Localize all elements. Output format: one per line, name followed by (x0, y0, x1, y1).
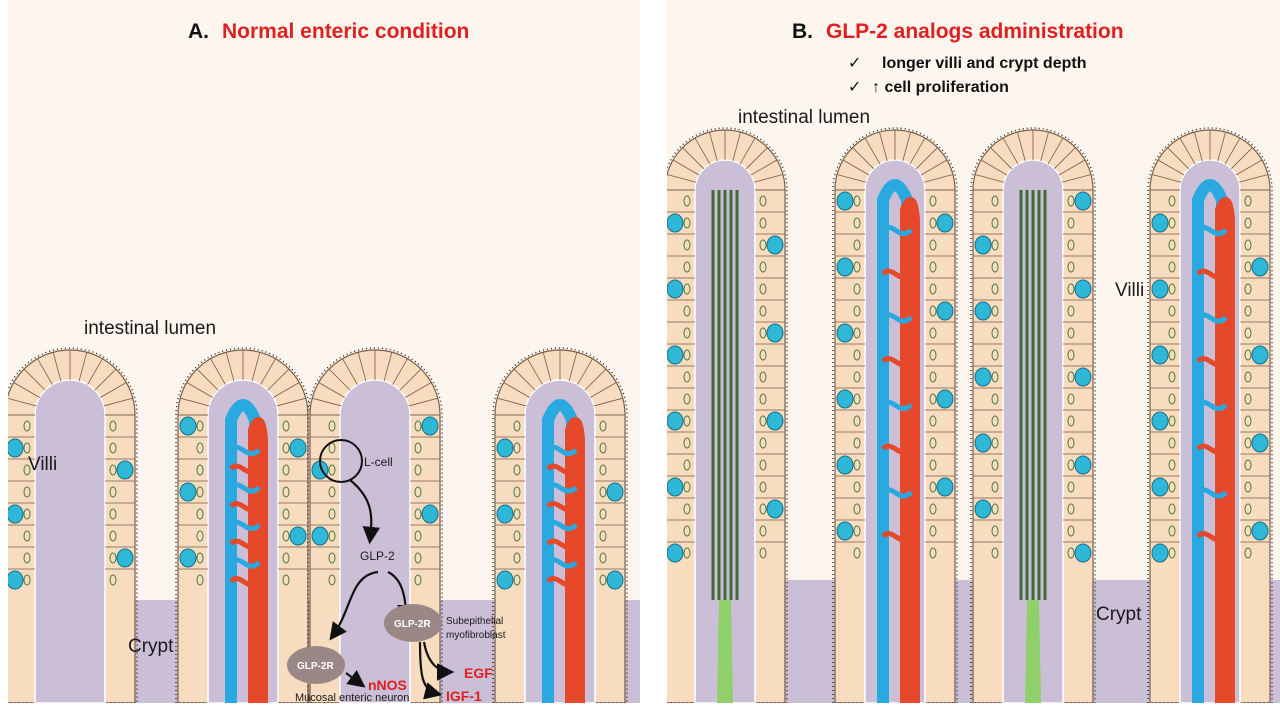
glp2-label: GLP-2 (360, 549, 395, 563)
panel-a-crypt-label: Crypt (128, 636, 174, 657)
bullet-2-text: ↑ cell proliferation (872, 79, 1009, 96)
goblet-cell (837, 522, 853, 540)
goblet-cell (837, 390, 853, 408)
goblet-cell (975, 302, 991, 320)
panel-b-villi-label: Villi (1115, 280, 1144, 301)
panel-a-letter: A. (188, 20, 209, 43)
goblet-cell (180, 549, 196, 567)
goblet-cell (290, 527, 306, 545)
bullet-2-check-icon: ✓ (848, 79, 861, 96)
goblet-cell (497, 439, 513, 457)
panel-a-villi-label: Villi (28, 454, 57, 475)
goblet-cell (767, 412, 783, 430)
glp2r-myofibroblast-label: GLP-2R (394, 619, 431, 630)
lacteal-trunk (1025, 600, 1041, 703)
goblet-cell (937, 302, 953, 320)
goblet-cell (667, 346, 683, 364)
goblet-cell (1075, 544, 1091, 562)
goblet-cell (1152, 478, 1168, 496)
panel-b-lumen-label: intestinal lumen (738, 107, 870, 128)
goblet-cell (837, 456, 853, 474)
goblet-cell (975, 368, 991, 386)
villus-core (35, 380, 105, 703)
goblet-cell (667, 214, 683, 232)
bullet-1-text: longer villi and crypt depth (882, 55, 1086, 72)
goblet-cell (837, 258, 853, 276)
nnos-label: nNOS (368, 677, 407, 693)
panel-b-letter: B. (792, 20, 813, 43)
goblet-cell (1152, 412, 1168, 430)
goblet-cell (1152, 544, 1168, 562)
goblet-cell (497, 571, 513, 589)
goblet-cell (117, 461, 133, 479)
goblet-cell (7, 439, 23, 457)
goblet-cell (290, 439, 306, 457)
neuron-label: Mucosal enteric neuron (295, 692, 409, 703)
goblet-cell (1075, 368, 1091, 386)
goblet-cell (837, 192, 853, 210)
goblet-cell (667, 280, 683, 298)
goblet-cell (497, 505, 513, 523)
goblet-cell (667, 478, 683, 496)
goblet-cell (937, 478, 953, 496)
goblet-cell (180, 417, 196, 435)
goblet-cell (312, 527, 328, 545)
goblet-cell (1152, 346, 1168, 364)
goblet-cell (667, 544, 683, 562)
igf1-label: IGF-1 (446, 688, 482, 703)
goblet-cell (180, 483, 196, 501)
lacteal-trunk (717, 600, 733, 703)
bullet-1-check-icon: ✓ (848, 55, 861, 72)
goblet-cell (667, 412, 683, 430)
goblet-cell (1075, 280, 1091, 298)
goblet-cell (117, 549, 133, 567)
goblet-cell (1252, 522, 1268, 540)
goblet-cell (767, 236, 783, 254)
subepithelial-label: Subepithelial (446, 616, 503, 627)
goblet-cell (975, 500, 991, 518)
goblet-cell (975, 236, 991, 254)
goblet-cell (937, 214, 953, 232)
myofibroblast-label: myofibroblast (446, 630, 506, 641)
villus-core (340, 380, 410, 703)
goblet-cell (422, 417, 438, 435)
goblet-cell (7, 571, 23, 589)
goblet-cell (1252, 346, 1268, 364)
goblet-cell (767, 324, 783, 342)
l-cell-label: L-cell (364, 455, 393, 469)
goblet-cell (1152, 214, 1168, 232)
goblet-cell (1252, 258, 1268, 276)
goblet-cell (422, 505, 438, 523)
panel-a-title: Normal enteric condition (222, 20, 469, 43)
goblet-cell (607, 571, 623, 589)
goblet-cell (1252, 434, 1268, 452)
goblet-cell (1152, 280, 1168, 298)
goblet-cell (937, 390, 953, 408)
goblet-cell (837, 324, 853, 342)
panel-b-crypt-label: Crypt (1096, 604, 1142, 625)
goblet-cell (975, 434, 991, 452)
goblet-cell (7, 505, 23, 523)
glp2r-neuron-label: GLP-2R (297, 661, 334, 672)
panel-b-title: GLP-2 analogs administration (826, 20, 1124, 43)
goblet-cell (767, 500, 783, 518)
goblet-cell (607, 483, 623, 501)
goblet-cell (1075, 192, 1091, 210)
goblet-cell (1075, 456, 1091, 474)
egf-label: EGF (464, 665, 493, 681)
panel-a-lumen-label: intestinal lumen (84, 318, 216, 339)
